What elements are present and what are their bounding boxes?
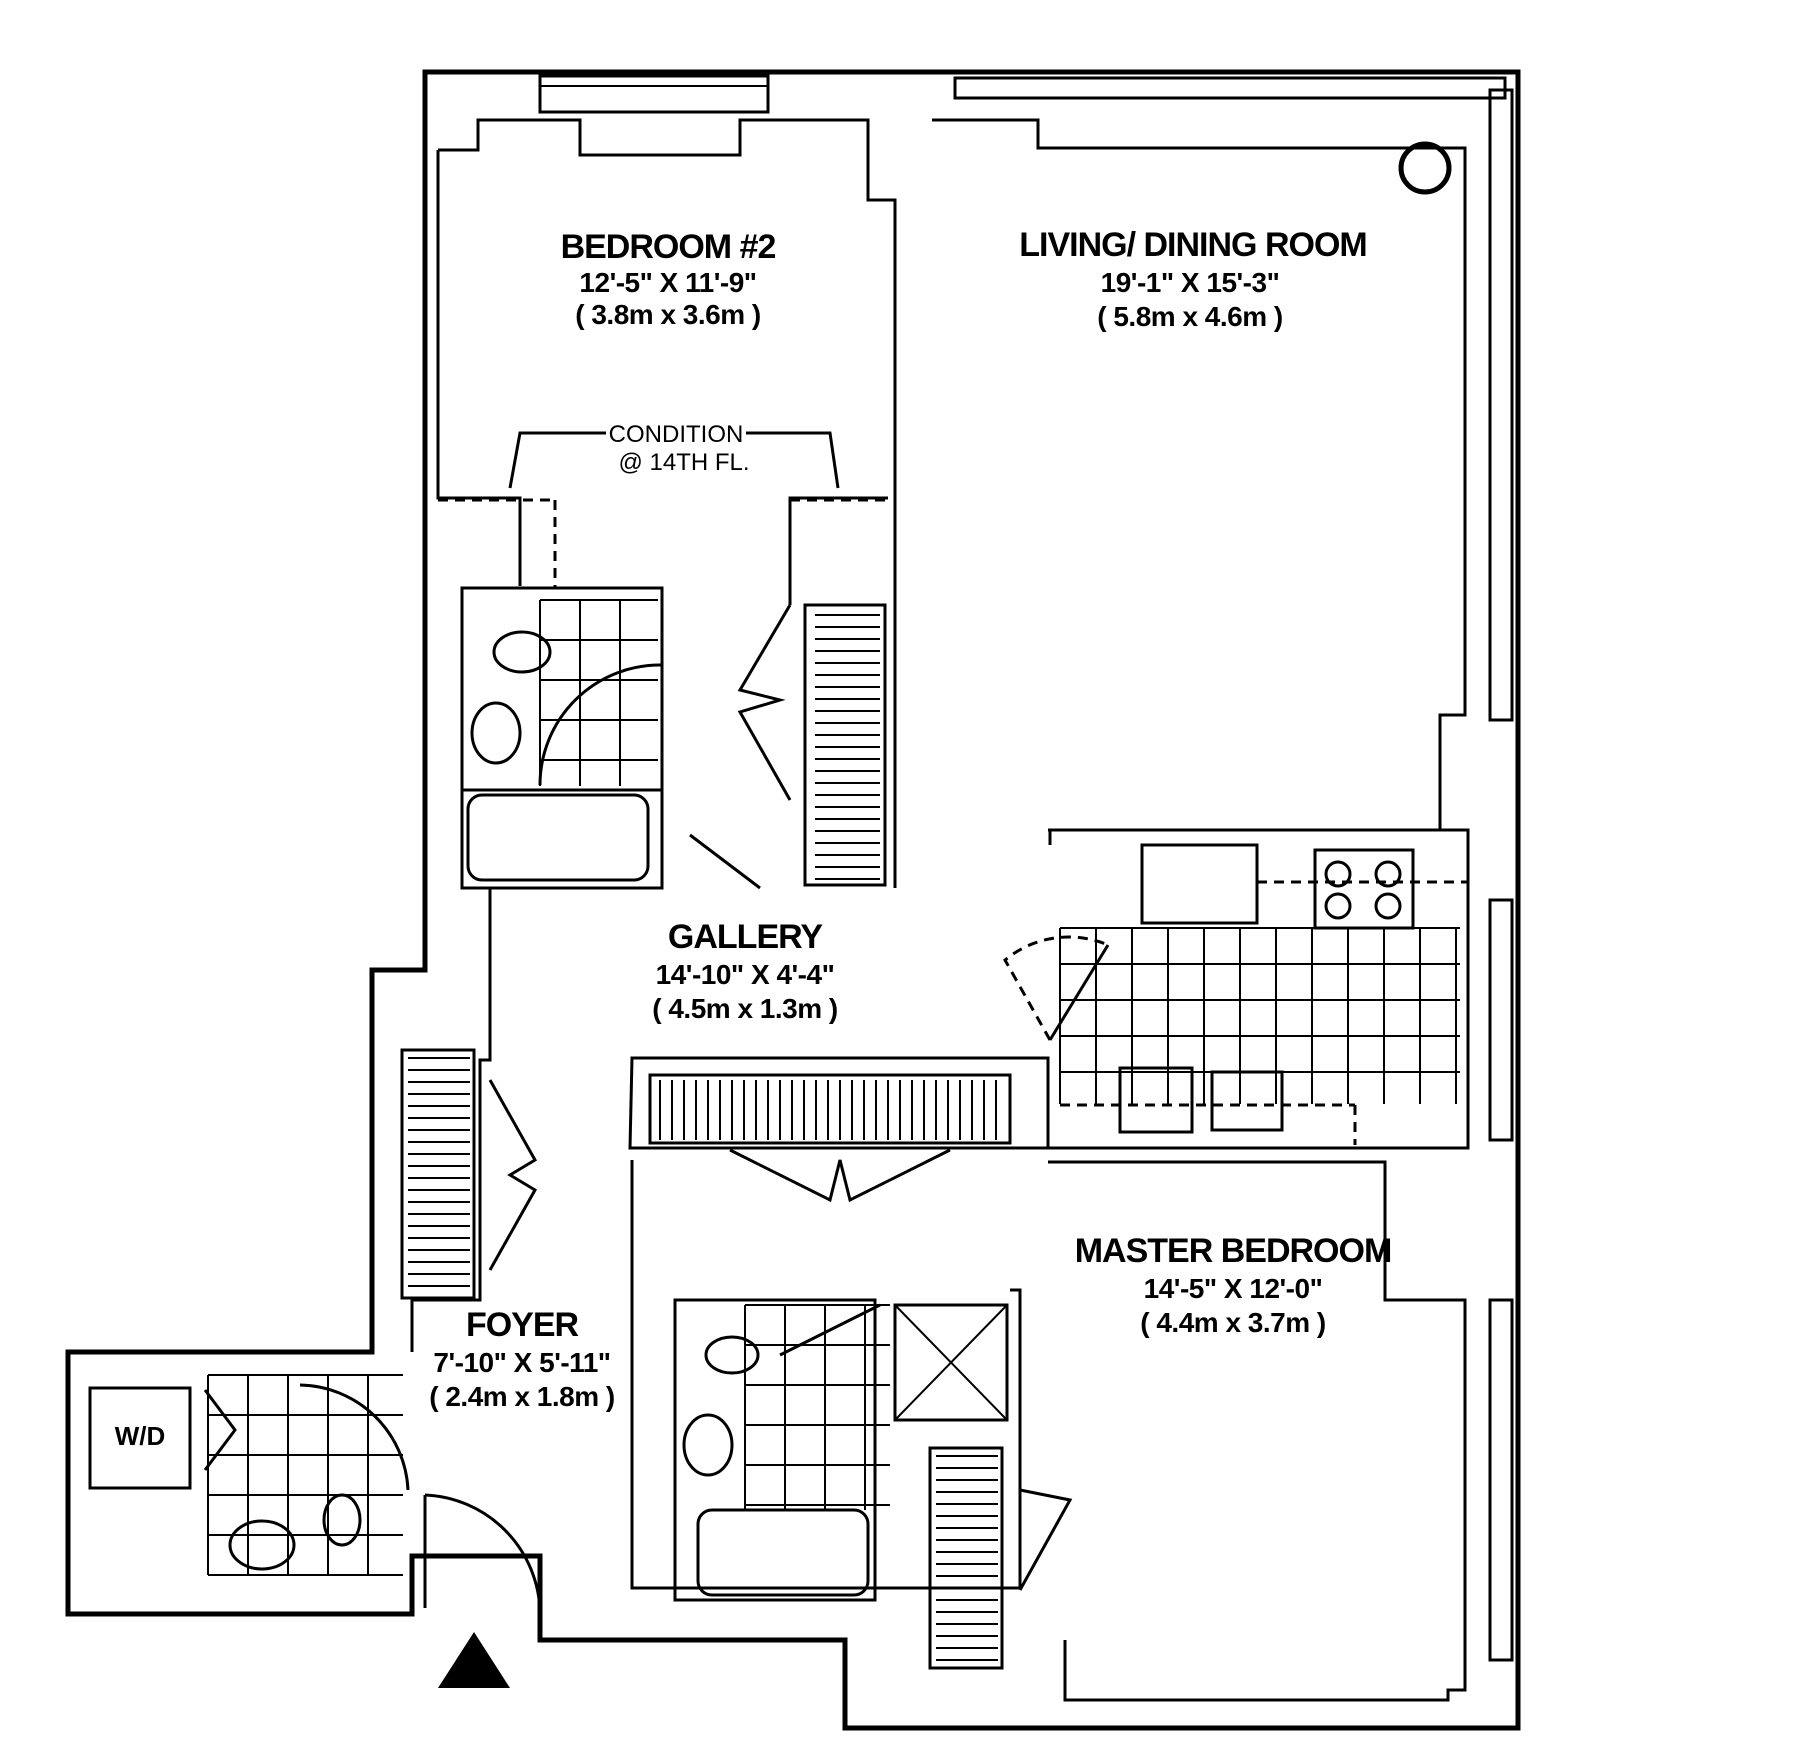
- washer-dryer-label: W/D: [115, 1421, 166, 1451]
- condition-note: CONDITION @ 14TH FL.: [438, 421, 888, 588]
- foyer-dim-imperial: 7'-10" X 5'-11": [433, 1347, 610, 1378]
- room-label-living: LIVING/ DINING ROOM 19'-1" X 15'-3" ( 5.…: [1019, 226, 1367, 332]
- gallery-name: GALLERY: [668, 918, 824, 956]
- condition-line1: CONDITION: [609, 421, 744, 448]
- gallery-closet: [648, 1073, 1012, 1203]
- interior-walls: [400, 118, 1470, 1702]
- condition-line2: @ 14TH FL.: [618, 449, 749, 476]
- room-label-foyer: FOYER 7'-10" X 5'-11" ( 2.4m x 1.8m ): [429, 1306, 615, 1412]
- bath2-fixtures: [466, 599, 761, 890]
- foyer-dim-metric: ( 2.4m x 1.8m ): [429, 1381, 614, 1412]
- living-name: LIVING/ DINING ROOM: [1019, 226, 1366, 264]
- gallery-dim-metric: ( 4.5m x 1.3m ): [652, 993, 837, 1024]
- kitchen: [1003, 843, 1468, 1145]
- exterior-walls: [65, 69, 1521, 1731]
- room-label-bedroom2: BEDROOM #2 12'-5" X 11'-9" ( 3.8m x 3.6m…: [561, 228, 777, 330]
- entry-door[interactable]: [423, 1493, 542, 1613]
- bedroom2-closet: [737, 603, 887, 887]
- foyer-closet: [408, 1057, 538, 1287]
- foyer-name: FOYER: [466, 1306, 579, 1344]
- bedroom2-dim-metric: ( 3.8m x 3.6m ): [575, 299, 760, 330]
- bedroom2-dim-imperial: 12'-5" X 11'-9": [579, 267, 756, 298]
- column-icon: [1398, 141, 1452, 195]
- living-dim-metric: ( 5.8m x 4.6m ): [1097, 301, 1282, 332]
- bedroom2-name: BEDROOM #2: [561, 228, 776, 266]
- room-label-gallery: GALLERY 14'-10" X 4'-4" ( 4.5m x 1.3m ): [652, 918, 838, 1024]
- master-bath-fixtures: [682, 1303, 1009, 1597]
- laundry-bath: W/D: [88, 1374, 410, 1576]
- master-name: MASTER BEDROOM: [1075, 1232, 1392, 1270]
- master-dim-imperial: 14'-5" X 12'-0": [1144, 1273, 1323, 1304]
- master-closet: [928, 1446, 1073, 1670]
- master-dim-metric: ( 4.4m x 3.7m ): [1140, 1307, 1325, 1338]
- entry-arrow-icon: [438, 1632, 510, 1688]
- room-label-master: MASTER BEDROOM 14'-5" X 12'-0" ( 4.4m x …: [1075, 1232, 1393, 1338]
- living-dim-imperial: 19'-1" X 15'-3": [1101, 267, 1280, 298]
- gallery-dim-imperial: 14'-10" X 4'-4": [656, 959, 835, 990]
